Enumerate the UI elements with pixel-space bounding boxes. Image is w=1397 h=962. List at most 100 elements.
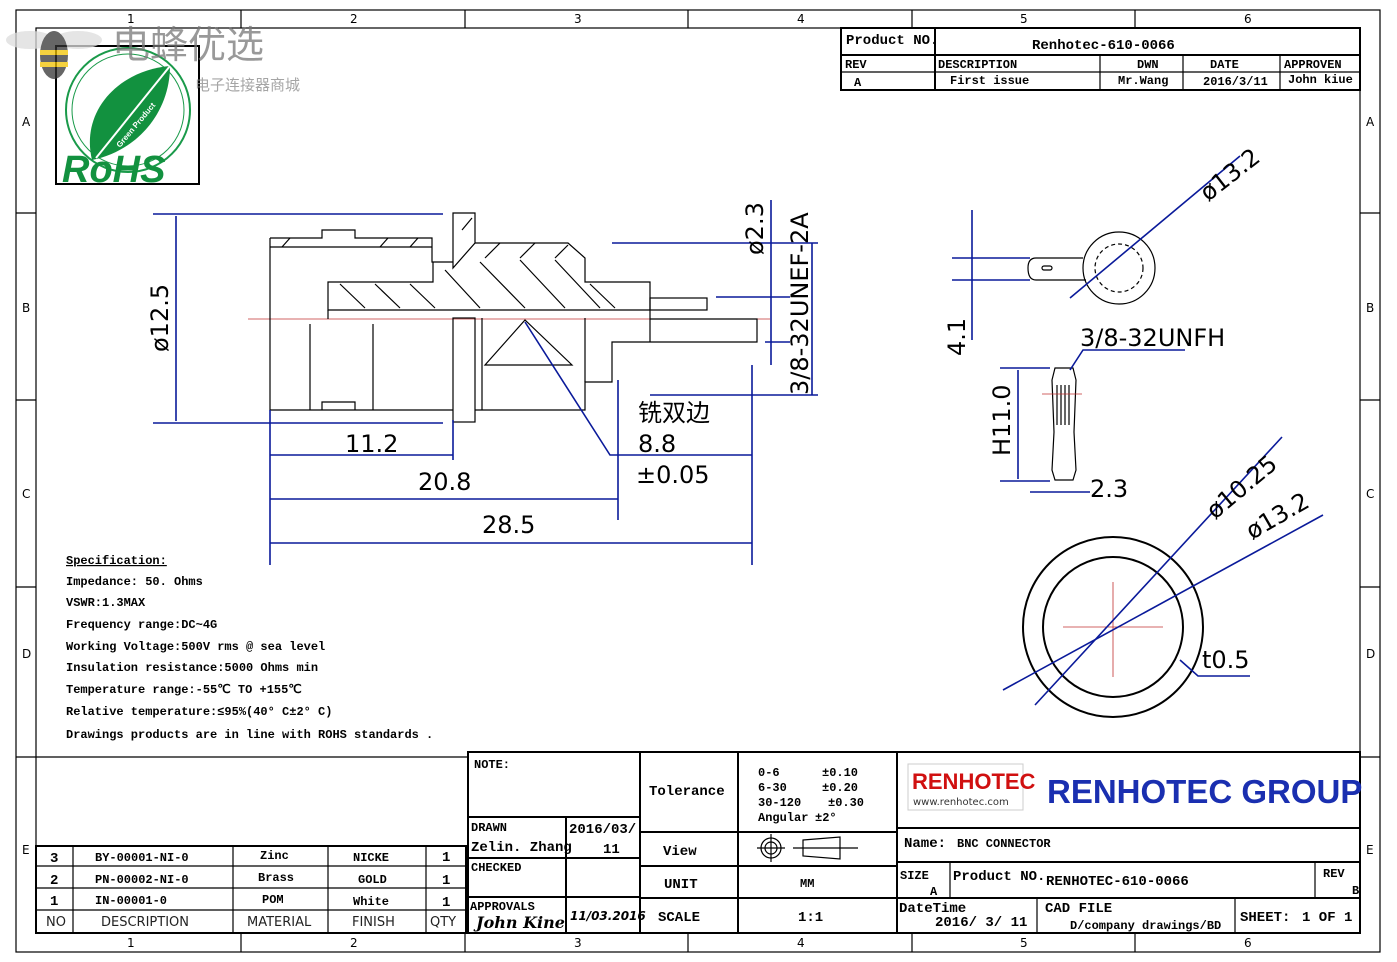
dim-28-5: 28.5 [482,511,535,539]
grid-row-d-right: D [1366,647,1375,661]
approven-value: John kiue [1288,73,1353,87]
grid-row-a-right: A [1366,115,1375,129]
company-name: RENHOTEC GROUP [1047,773,1362,810]
svg-text:电子连接器商城: 电子连接器商城 [195,76,300,94]
dwn-header: DWN [1137,58,1159,72]
dim-nut-h: H11.0 [988,385,1016,456]
grid-col-1: 1 [127,12,135,26]
datetime-label: DateTime [899,901,966,917]
grid-col-4: 4 [797,12,805,26]
rev-header: REV [845,58,867,72]
cad-file-path: D/company drawings/BD [1070,919,1221,933]
grid-col-1-bottom: 1 [127,936,135,950]
size-label: SIZE [900,869,929,883]
drawn-label: DRAWN [471,821,507,835]
tolerance-range: 30-120 [758,796,801,810]
note-label: NOTE: [474,758,510,772]
description-header: DESCRIPTION [938,58,1017,72]
spec-title: Specification: [66,554,167,568]
grid-col-2: 2 [350,12,358,26]
tolerance-range: 0-6 [758,766,780,780]
grid-col-2-bottom: 2 [350,936,358,950]
grid-col-5-bottom: 5 [1020,936,1028,950]
dim-20-8: 20.8 [418,468,471,496]
header-description: DESCRIPTION [101,915,189,930]
datetime-value: 2016/ 3/ 11 [935,915,1027,931]
approvals-signature: John Kine [473,913,565,932]
rohs-logo: RoHS Green Product [55,45,200,191]
specification: Specification: Impedance: 50. Ohms VSWR:… [66,554,433,742]
scale-label: SCALE [658,910,700,926]
title-block: RENHOTEC www.renhotec.com RENHOTEC GROUP… [897,763,1362,933]
svg-text:RENHOTEC: RENHOTEC [912,769,1036,794]
table-row: 2 PN-00002-NI-0 Brass GOLD 1 [50,871,450,889]
mill-note: 铣双边 [638,399,710,427]
svg-text:www.renhotec.com: www.renhotec.com [913,797,1009,808]
spec-line: Working Voltage:500V rms @ sea level [66,640,325,654]
rev-value: B [1352,884,1359,898]
grid-col-6: 6 [1244,12,1252,26]
drawn-date: 2016/03/ [569,822,636,838]
header-qty: QTY [430,915,456,930]
grid-row-c-right: C [1366,487,1374,501]
product-no-label: Product NO. [953,869,1045,885]
projection-symbol-icon [757,834,858,862]
dim-d2-3: ø2.3 [741,202,769,255]
tolerance-value: ±0.30 [828,796,864,810]
tolerance-value: ±0.10 [822,766,858,780]
cell-qty: 1 [442,895,450,911]
dim-tab-d13-2: ø13.2 [1194,143,1265,207]
grid-ticks [16,10,1380,952]
unit-value: MM [800,877,814,891]
sheet-value: 1 OF 1 [1302,910,1352,926]
unit-label: UNIT [664,877,698,893]
cell-material: Zinc [260,849,289,863]
sheet-label: SHEET: [1240,910,1290,926]
date-value: 2016/3/11 [1203,75,1268,89]
cell-qty: 1 [442,873,450,889]
checked-label: CHECKED [471,861,521,875]
dim-nut-w: 2.3 [1090,475,1128,503]
drawn-date-day: 11 [603,842,620,858]
svg-text:RoHS: RoHS [62,149,165,191]
dim-8-8: 8.8 [638,430,676,458]
name-label: Name: [904,836,946,852]
spec-line: Drawings products are in line with ROHS … [66,728,433,742]
connector-side-view [248,212,770,423]
dim-ring-t: t0.5 [1202,646,1250,674]
grid-row-e: E [22,843,30,857]
note-block: NOTE: DRAWN Zelin. Zhang 2016/03/ 11 CHE… [467,751,1361,934]
watermark: 电蜂优选 电子连接器商城 [6,23,300,94]
spec-block: Tolerance 0-6 ±0.10 6-30 ±0.20 30-120 ±0… [640,752,898,933]
dim-tolerance: ±0.05 [636,461,710,489]
grid-col-5: 5 [1020,12,1028,26]
tolerance-range: 6-30 [758,781,787,795]
renhotec-logo: RENHOTEC www.renhotec.com [907,763,1036,811]
cell-description: IN-00001-0 [95,894,167,908]
name-value: BNC CONNECTOR [957,837,1051,851]
grid-col-4-bottom: 4 [797,936,805,950]
header-no: NO [46,915,66,930]
spec-line: VSWR:1.3MAX [66,596,146,610]
spec-line: Impedance: 50. Ohms [66,575,203,589]
grid-col-3: 3 [574,12,582,26]
grid-col-6-bottom: 6 [1244,936,1252,950]
dim-d12-5: ø12.5 [146,284,174,352]
approvals-label: APPROVALS [470,900,535,914]
grid-row-b: B [22,301,30,315]
grid-row-e-right: E [1366,843,1374,857]
approven-header: APPROVEN [1284,58,1342,72]
spec-line: Frequency range:DC~4G [66,618,217,632]
dwn-value: Mr.Wang [1118,74,1168,88]
tolerance-value: ±2° [815,811,837,825]
table-row: 1 IN-00001-0 POM White 1 [50,893,450,911]
header-material: MATERIAL [247,915,312,930]
dim-tab-4-1: 4.1 [943,318,971,356]
washer-front-view: ø10.25 ø13.2 t0.5 [1002,436,1324,718]
cell-material: POM [262,893,284,907]
table-header: NO DESCRIPTION MATERIAL FINISH QTY [46,915,456,930]
product-no-value: RENHOTEC-610-0066 [1046,874,1189,890]
cell-material: Brass [258,871,294,885]
cell-description: BY-00001-NI-0 [95,851,189,865]
